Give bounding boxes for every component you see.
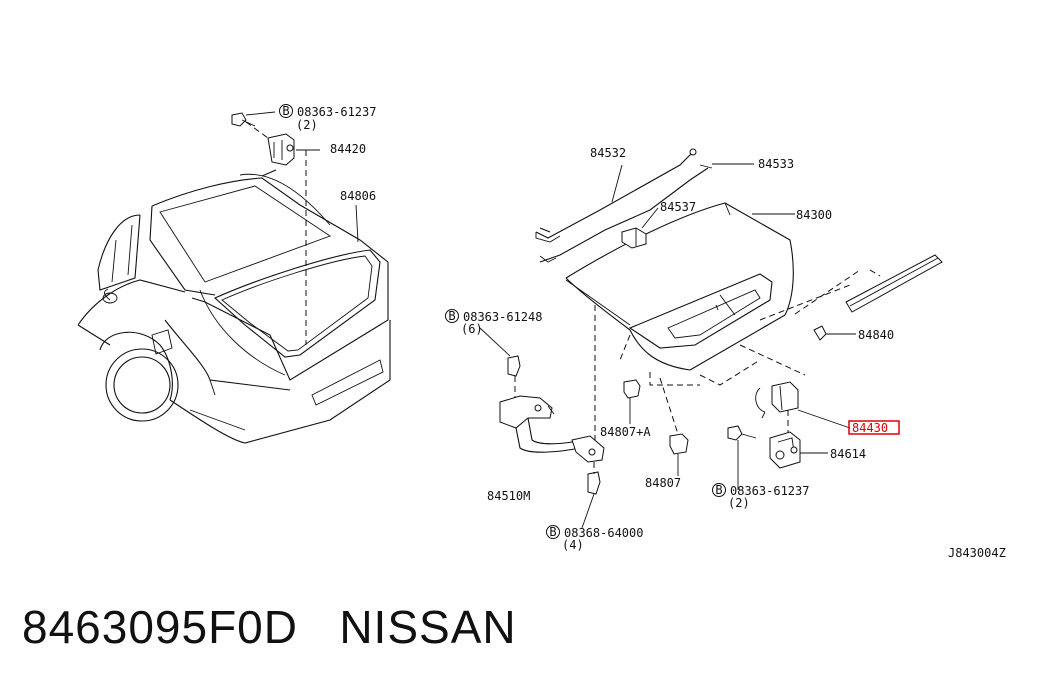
- car-body-illustration: [77, 169, 391, 444]
- svg-text:B: B: [282, 104, 289, 118]
- label-molding: 84840: [858, 328, 894, 342]
- hinge-84420: [231, 111, 320, 345]
- callout-labels: B 08363-61237 (2) 84420 84806 84532 8453…: [279, 104, 1006, 560]
- connector-84537: [621, 227, 647, 249]
- label-bolt-top-qty: (2): [296, 118, 318, 132]
- bolt-hinge-top: [479, 327, 521, 398]
- lock-dashed-guides: [649, 344, 806, 432]
- molding-84840: [759, 254, 943, 321]
- hinge-dashed-guides: [594, 305, 631, 440]
- b-mark-bolt-hinge: [445, 309, 459, 323]
- label-trunk-lid: 84300: [796, 208, 832, 222]
- label-bolt-lock: 08363-61237: [730, 484, 809, 498]
- label-bolt-low: 08368-64000: [564, 526, 643, 540]
- cable-84533: [539, 164, 713, 263]
- leader-lines: [355, 163, 856, 454]
- label-bolt-hinge: 08363-61248: [463, 310, 542, 324]
- bolt-hinge-low: [581, 462, 601, 529]
- label-seal: 84806: [340, 189, 376, 203]
- b-mark-bolt-top: [279, 104, 293, 118]
- label-hinge: 84510M: [487, 489, 530, 503]
- svg-text:B: B: [448, 309, 455, 323]
- lock-highlight-box: [848, 420, 900, 435]
- part-footer: 8463095F0D NISSAN: [22, 600, 517, 654]
- part-number: 8463095F0D: [22, 601, 298, 653]
- label-striker: 84614: [830, 447, 866, 461]
- brand-name: NISSAN: [339, 601, 517, 653]
- label-connector: 84537: [660, 200, 696, 214]
- label-bumper-b: 84807: [645, 476, 681, 490]
- label-bolt-lock-qty: (2): [728, 496, 750, 510]
- label-bumper-a: 84807+A: [600, 425, 651, 439]
- label-bolt-top: 08363-61237: [297, 105, 376, 119]
- bumper-84807-a: [623, 379, 641, 424]
- label-lock: 84430: [852, 421, 888, 435]
- label-bolt-hinge-qty: (6): [461, 322, 483, 336]
- label-cable-a: 84532: [590, 146, 626, 160]
- hinge-84510m: [499, 395, 605, 463]
- bumper-84807: [659, 377, 689, 476]
- diagram-code: J843004Z: [948, 546, 1006, 560]
- cable-84532: [535, 148, 697, 243]
- b-mark-bolt-low: [546, 525, 560, 539]
- svg-text:B: B: [715, 483, 722, 497]
- label-hinge-top: 84420: [330, 142, 366, 156]
- clip-84840: [813, 325, 827, 341]
- lock-84430: [755, 381, 799, 419]
- trunk-lid-84300: [565, 202, 794, 371]
- striker-84614: [769, 431, 801, 469]
- label-bolt-low-qty: (4): [562, 538, 584, 552]
- b-mark-bolt-lock: [712, 483, 726, 497]
- bolt-lock: [727, 425, 757, 490]
- svg-text:B: B: [549, 525, 556, 539]
- label-cable-b: 84533: [758, 157, 794, 171]
